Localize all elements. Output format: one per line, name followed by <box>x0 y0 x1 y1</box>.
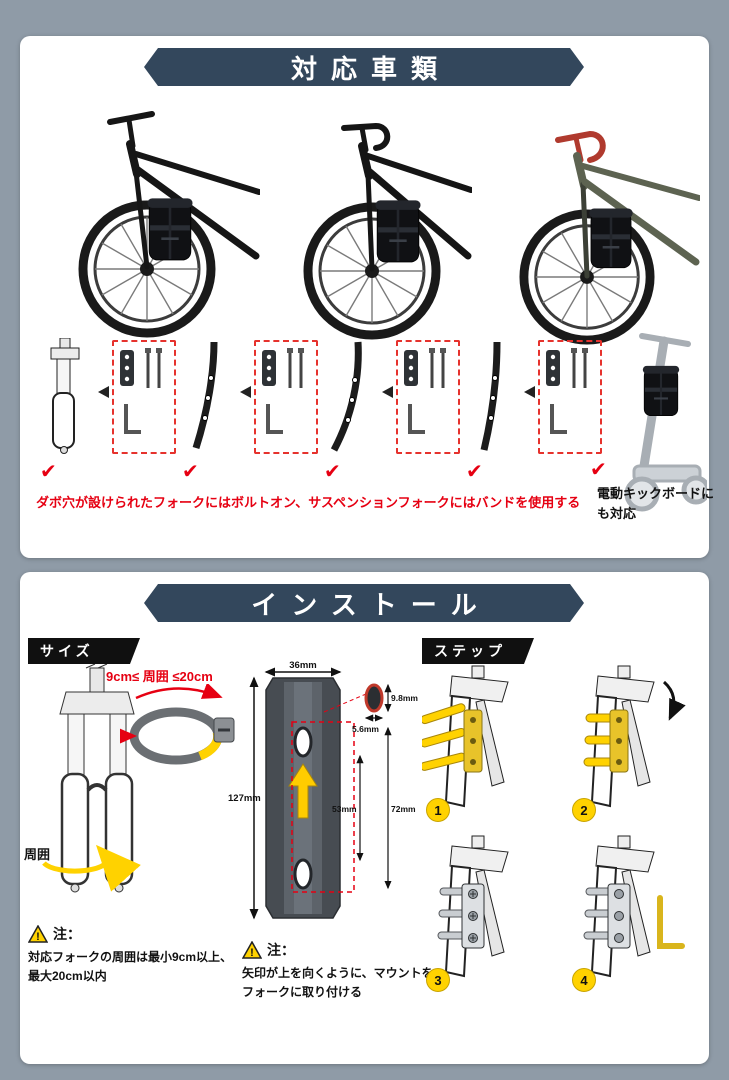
mount-plate-dimension-diagram: 36mm 127mm 9.8mm 5.6mm 53mm 72mm <box>228 660 418 920</box>
size-section-label: サイズ <box>28 638 140 664</box>
size-note: ! 注： 対応フォークの周囲は最小9cm以上、最大20cm以内 <box>28 924 240 985</box>
mount-hardware-icon <box>120 348 162 434</box>
install-step-3: 3 <box>422 834 557 996</box>
note-text: 対応フォークの周囲は最小9cm以上、最大20cm以内 <box>28 950 233 983</box>
dim-spacing-inner: 53mm <box>332 804 357 814</box>
hardware-box <box>112 340 176 454</box>
compatibility-title: 対応車類 <box>290 54 451 84</box>
dim-spacing-outer: 72mm <box>391 804 416 814</box>
install-step-2: 2 <box>568 664 703 826</box>
dim-plate-width: 36mm <box>289 660 316 671</box>
left-arrow-icon <box>382 386 393 398</box>
checkmark-icon: ✔ <box>40 461 57 483</box>
mount-type-caption: ダボ穴が設けられたフォークにはボルトオン、サスペンションフォークにはバンドを使用… <box>36 495 581 510</box>
mount-hardware-icon <box>404 348 446 434</box>
step-number-badge: 3 <box>426 968 450 992</box>
warning-icon: ! <box>28 925 48 943</box>
straight-fork-icon <box>480 341 501 451</box>
orientation-note: ! 注： 矢印が上を向くように、マウントをフォークに取り付ける <box>242 940 438 1001</box>
road-bike-illustration <box>262 122 472 346</box>
left-arrow-icon <box>240 386 251 398</box>
steps-section-label: ステップ <box>422 638 534 664</box>
warning-icon: ! <box>242 941 262 959</box>
note-text: 矢印が上を向くように、マウントをフォークに取り付ける <box>242 966 434 999</box>
rigid-fork-icon <box>192 341 218 450</box>
suspension-fork-icon <box>50 337 80 454</box>
install-title-banner: インストール <box>144 584 584 622</box>
left-arrow-icon <box>524 386 535 398</box>
left-arrow-icon <box>98 386 109 398</box>
step-number-badge: 4 <box>572 968 596 992</box>
fork-hardware-group-rigid-1: ✔ <box>180 338 318 490</box>
vintage-road-bike-illustration <box>478 130 700 350</box>
svg-text:!: ! <box>36 931 40 943</box>
hardware-box <box>396 340 460 454</box>
step-2-illustration <box>583 665 686 808</box>
hardware-box <box>538 340 602 454</box>
dim-hole-width: 5.6mm <box>352 724 379 734</box>
checkmark-icon: ✔ <box>182 461 199 483</box>
scooter-caption: 電動キックボードにも対応 <box>597 486 715 522</box>
fork-hardware-group-rigid-2: ✔ <box>322 338 460 490</box>
install-title: インストール <box>251 590 491 620</box>
compatibility-panel: 対応車類 <box>20 36 714 558</box>
rotate-arrow-icon <box>662 680 686 721</box>
dim-plate-height: 127mm <box>228 793 261 804</box>
step-3-illustration <box>437 835 509 978</box>
checkmark-icon: ✔ <box>590 459 607 481</box>
checkmark-icon: ✔ <box>324 461 341 483</box>
mount-hardware-icon <box>546 348 588 434</box>
checkmark-icon: ✔ <box>466 461 483 483</box>
svg-text:!: ! <box>250 947 254 959</box>
note-label: 注： <box>267 942 295 958</box>
allen-key-icon <box>657 895 685 949</box>
mount-hardware-icon <box>262 348 304 434</box>
hardware-box <box>254 340 318 454</box>
curved-fork-icon <box>330 341 362 452</box>
mtb-bike-illustration <box>32 111 260 344</box>
step-number-badge: 1 <box>426 798 450 822</box>
compatibility-title-banner: 対応車類 <box>144 48 584 86</box>
step-1-illustration <box>420 665 509 808</box>
install-step-1: 1 <box>420 664 557 826</box>
circumference-label: 周囲 <box>24 847 51 862</box>
fork-hardware-group-suspension: ✔ <box>38 337 176 490</box>
step-4-illustration <box>583 835 685 978</box>
up-arrow-icon <box>288 763 318 819</box>
step-number-badge: 2 <box>572 798 596 822</box>
dim-hole-height: 9.8mm <box>391 693 418 703</box>
hose-clamp-illustration <box>120 684 235 765</box>
install-panel: インストール サイズ ステップ 9cm≤ 周囲 ≤20cm <box>20 572 709 1064</box>
install-step-4: 4 <box>568 834 703 996</box>
note-label: 注： <box>53 926 81 942</box>
fork-hardware-group-rigid-3: ✔ <box>464 338 602 490</box>
clamp-size-range: 9cm≤ 周囲 ≤20cm <box>106 669 213 684</box>
kick-scooter-illustration <box>624 333 707 512</box>
